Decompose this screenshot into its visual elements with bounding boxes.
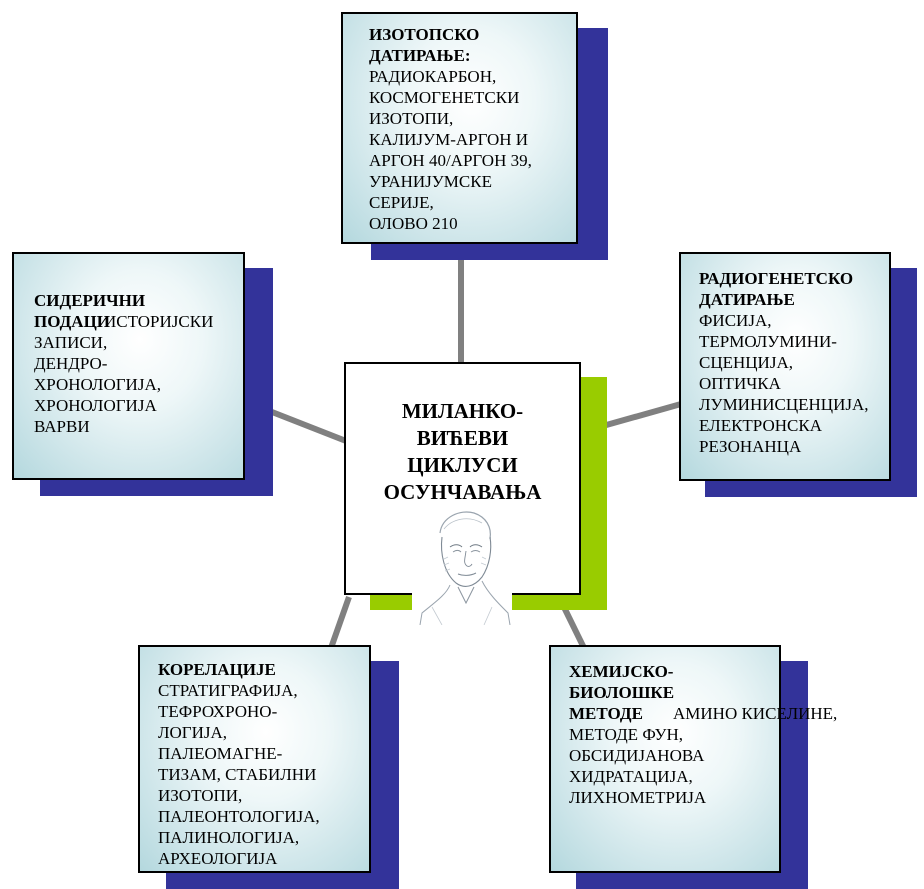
title-line: МИЛАНКО- xyxy=(401,399,524,423)
body-line: СЕРИЈЕ, xyxy=(369,193,434,212)
connector-left xyxy=(270,409,348,444)
body-line: КАЛИЈУМ-АРГОН И xyxy=(369,130,529,149)
bottom-right-node-header: ХЕМИЈСКО- БИОЛОШКЕ МЕТОДЕ xyxy=(569,661,779,724)
body-line: ИСТОРИЈСКИ xyxy=(104,312,214,331)
header-line: БИОЛОШКЕ xyxy=(569,683,675,702)
right-node-header: РАДИОГЕНЕТСКО ДАТИРАЊЕ xyxy=(699,268,889,310)
body-line: ТИЗАМ, СТАБИЛНИ xyxy=(158,765,317,784)
body-line: РЕЗОНАНЦА xyxy=(699,437,802,456)
top-node-body: РАДИОКАРБОН, КОСМОГЕНЕТСКИ ИЗОТОПИ, КАЛИ… xyxy=(369,66,576,234)
header-line: ДАТИРАЊЕ xyxy=(699,290,795,309)
bottom-left-node-body: СТРАТИГРАФИЈА, ТЕФРОХРОНО- ЛОГИЈА, ПАЛЕО… xyxy=(158,680,369,869)
body-line: ТЕФРОХРОНО- xyxy=(158,702,278,721)
bottom-left-node-header: КОРЕЛАЦИЈЕ xyxy=(158,659,369,680)
body-line: КОСМОГЕНЕТСКИ xyxy=(369,88,520,107)
body-line: ВАРВИ xyxy=(34,417,90,436)
title-line: ЦИКЛУСИ xyxy=(407,453,518,477)
body-line: АРГОН 40/АРГОН 39, xyxy=(369,151,532,170)
header-line: СИДЕРИЧНИ xyxy=(34,291,146,310)
body-line: АРХЕОЛОГИЈА xyxy=(158,849,278,868)
left-node-body: ИСТОРИЈСКИ xyxy=(34,311,243,332)
body-line: ТЕРМОЛУМИНИ- xyxy=(699,332,837,351)
title-line: ВИЋЕВИ xyxy=(416,426,509,450)
header-line: ДАТИРАЊЕ: xyxy=(369,46,471,65)
body-line: ПАЛИНОЛОГИЈА, xyxy=(158,828,300,847)
header-line: ХЕМИЈСКО- xyxy=(569,662,674,681)
header-line: КОРЕЛАЦИЈЕ xyxy=(158,660,276,679)
left-node: СИДЕРИЧНИ ПОДАЦИ ИСТОРИЈСКИ ЗАПИСИ, ДЕНД… xyxy=(12,252,245,480)
body-line: ДЕНДРО- xyxy=(34,354,108,373)
header-line: ИЗОТОПСКО xyxy=(369,25,480,44)
body-line: РАДИОКАРБОН, xyxy=(369,67,497,86)
body-line: ЛОГИЈА, xyxy=(158,723,228,742)
body-line: СЦЕНЦИЈА, xyxy=(699,353,793,372)
bottom-right-node: ХЕМИЈСКО- БИОЛОШКЕ МЕТОДЕ АМИНО КИСЕЛИНЕ… xyxy=(549,645,838,873)
body-line: ЛИХНОМЕТРИЈА xyxy=(569,788,707,807)
body-line: ФИСИЈА, xyxy=(699,311,772,330)
body-line: ПАЛЕОНТОЛОГИЈА, xyxy=(158,807,320,826)
body-line: МЕТОДЕ ФУН, xyxy=(569,725,684,744)
body-line: ХИДРАТАЦИЈА, xyxy=(569,767,693,786)
body-line: ОЛОВО 210 xyxy=(369,214,458,233)
top-node-header: ИЗОТОПСКО ДАТИРАЊЕ: xyxy=(369,24,576,66)
body-line: СТРАТИГРАФИЈА, xyxy=(158,681,298,700)
body-line: ХРОНОЛОГИЈА, xyxy=(34,375,161,394)
center-title: МИЛАНКО- ВИЋЕВИ ЦИКЛУСИ ОСУНЧАВАЊА xyxy=(346,364,579,506)
left-node-header: СИДЕРИЧНИ ПОДАЦИ xyxy=(34,290,243,332)
header-line: ПОДАЦИ xyxy=(34,312,111,331)
connector-bottom-left xyxy=(328,596,352,649)
body-line: ЕЛЕКТРОНСКА xyxy=(699,416,822,435)
right-node-body: ФИСИЈА, ТЕРМОЛУМИНИ- СЦЕНЦИЈА, ОПТИЧКА Л… xyxy=(699,310,889,457)
body-line: ЗАПИСИ, xyxy=(34,333,108,352)
header-line: МЕТОДЕ xyxy=(569,704,643,723)
top-node: ИЗОТОПСКО ДАТИРАЊЕ: РАДИОКАРБОН, КОСМОГЕ… xyxy=(341,12,578,244)
bottom-left-node: КОРЕЛАЦИЈЕ СТРАТИГРАФИЈА, ТЕФРОХРОНО- ЛО… xyxy=(138,645,371,873)
header-line: РАДИОГЕНЕТСКО xyxy=(699,269,854,288)
bottom-right-node-body: АМИНО КИСЕЛИНЕ, xyxy=(569,703,838,724)
body-line: ИЗОТОПИ, xyxy=(158,786,243,805)
bottom-right-node-body-rest: МЕТОДЕ ФУН, ОБСИДИЈАНОВА ХИДРАТАЦИЈА, ЛИ… xyxy=(569,724,779,808)
right-node: РАДИОГЕНЕТСКО ДАТИРАЊЕ ФИСИЈА, ТЕРМОЛУМИ… xyxy=(679,252,891,481)
body-line: ИЗОТОПИ, xyxy=(369,109,454,128)
left-node-body-rest: ЗАПИСИ, ДЕНДРО- ХРОНОЛОГИЈА, ХРОНОЛОГИЈА… xyxy=(34,332,243,437)
body-line: ПАЛЕОМАГНЕ- xyxy=(158,744,283,763)
title-line: ОСУНЧАВАЊА xyxy=(383,480,542,504)
body-line: ХРОНОЛОГИЈА xyxy=(34,396,157,415)
body-line: ОПТИЧКА xyxy=(699,374,781,393)
body-line: АМИНО КИСЕЛИНЕ, xyxy=(673,704,838,723)
body-line: ОБСИДИЈАНОВА xyxy=(569,746,705,765)
body-line: УРАНИЈУМСКЕ xyxy=(369,172,492,191)
portrait-sketch xyxy=(412,503,512,625)
body-line: ЛУМИНИСЦЕНЦИЈА, xyxy=(699,395,869,414)
